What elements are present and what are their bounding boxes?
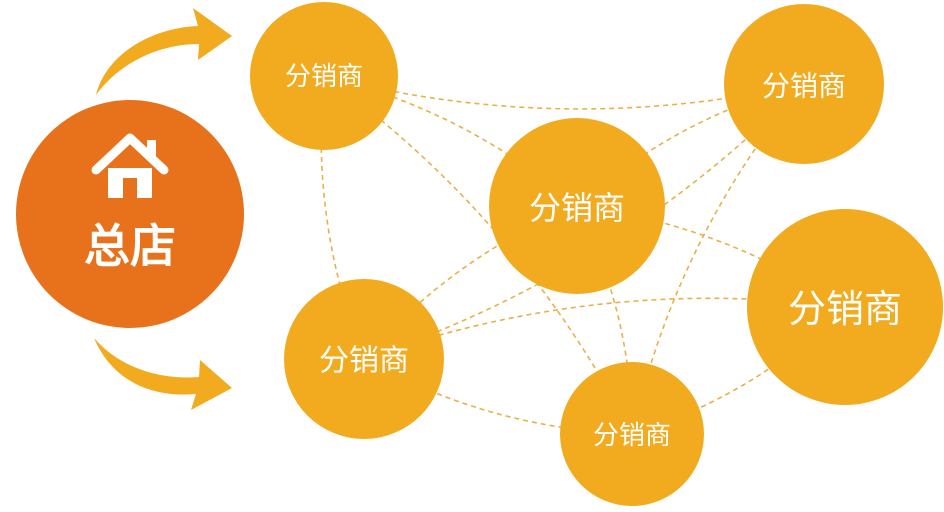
distributor-label: 分销商 xyxy=(285,62,363,92)
distributor-node: 分销商 xyxy=(284,279,444,439)
distributor-node: 分销商 xyxy=(724,4,884,164)
distributor-node: 分销商 xyxy=(560,362,704,506)
distributor-node: 分销商 xyxy=(747,209,943,405)
distributor-label: 分销商 xyxy=(762,70,846,103)
distributor-label: 分销商 xyxy=(593,421,671,451)
headquarters-node: 总店 xyxy=(16,100,244,328)
distributor-label: 分销商 xyxy=(529,189,625,227)
flow-arrow-down xyxy=(94,338,232,410)
distributor-node: 分销商 xyxy=(489,118,665,294)
headquarters-label: 总店 xyxy=(84,219,176,273)
distributor-label: 分销商 xyxy=(319,344,409,379)
distributor-label: 分销商 xyxy=(788,287,902,331)
distributor-node: 分销商 xyxy=(250,2,398,150)
house-icon xyxy=(91,133,169,198)
flow-arrow-up xyxy=(96,8,232,95)
